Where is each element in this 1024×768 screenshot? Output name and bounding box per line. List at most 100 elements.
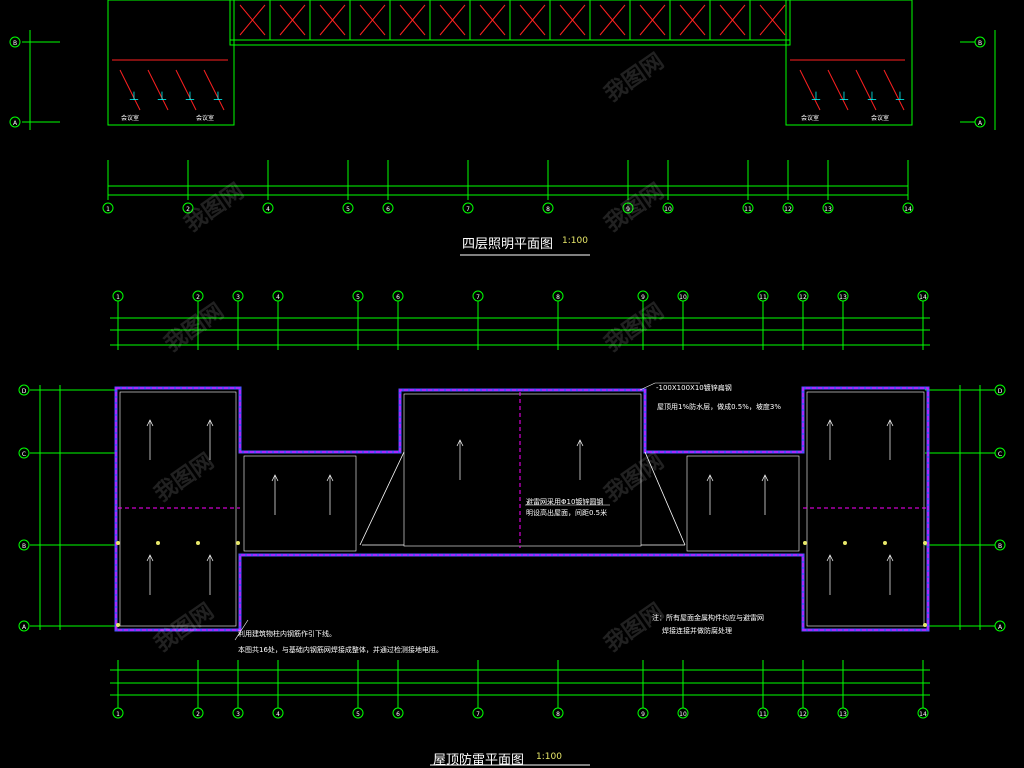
down-conductor-point bbox=[116, 541, 120, 545]
axis-letter: B bbox=[978, 40, 982, 47]
plan2-title: 屋顶防雷平面图 bbox=[433, 753, 525, 768]
axis-number: 14 bbox=[919, 711, 927, 718]
axis-bubble bbox=[9, 36, 21, 48]
axis-number: 6 bbox=[386, 206, 390, 213]
plan2-scale: 1:100 bbox=[536, 752, 562, 762]
parapet-left-mid bbox=[243, 455, 357, 552]
room-label: 会议室 bbox=[871, 114, 889, 122]
axis-bubble bbox=[262, 202, 274, 214]
wire bbox=[203, 69, 225, 111]
down-conductor-point bbox=[236, 541, 240, 545]
axis-letter: A bbox=[978, 120, 983, 127]
note-grounding: 本图共16处，与基础内钢筋网焊接成整体，并通过检测接地电阻。 bbox=[238, 646, 443, 654]
note-down-conductor: 利用建筑物柱内钢筋作引下线。 bbox=[238, 630, 336, 638]
wire bbox=[119, 69, 141, 111]
axis-number: 14 bbox=[919, 294, 927, 301]
wire bbox=[279, 4, 306, 36]
axis-number: 8 bbox=[556, 711, 560, 718]
axis-number: 4 bbox=[276, 711, 280, 718]
axis-bubble bbox=[18, 539, 30, 551]
axis-bubble bbox=[9, 116, 21, 128]
wire bbox=[719, 4, 746, 36]
axis-number: 12 bbox=[784, 206, 792, 213]
wire bbox=[599, 4, 626, 36]
axis-number: 7 bbox=[466, 206, 470, 213]
axis-letter: A bbox=[22, 624, 27, 631]
axis-number: 2 bbox=[196, 711, 200, 718]
parapet-right-mid bbox=[686, 455, 800, 552]
axis-number: 5 bbox=[356, 711, 360, 718]
slope-arrowhead bbox=[826, 554, 834, 562]
note-anticorrosion: 焊接连接并做防腐处理 bbox=[662, 627, 732, 635]
leader-line bbox=[234, 619, 249, 641]
axis-number: 1 bbox=[116, 294, 120, 301]
note-metal-parts: 注：所有屋面金属构件均应与避雷网 bbox=[652, 614, 764, 622]
wire bbox=[799, 69, 821, 111]
light-fixture: ⊥ bbox=[811, 89, 821, 103]
parapet-center bbox=[403, 393, 642, 547]
axis-bubble bbox=[18, 384, 30, 396]
slope-arrowhead bbox=[326, 474, 334, 482]
axis-number: 7 bbox=[476, 711, 480, 718]
wire bbox=[679, 4, 706, 36]
axis-bubble bbox=[742, 202, 754, 214]
axis-number: 8 bbox=[556, 294, 560, 301]
slope-arrowhead bbox=[576, 439, 584, 447]
note-steel-strip: -100X100X10镀锌扁钢 bbox=[656, 384, 732, 392]
down-conductor-point bbox=[803, 541, 807, 545]
room-label: 会议室 bbox=[196, 114, 214, 122]
down-conductor-point bbox=[156, 541, 160, 545]
wire bbox=[759, 4, 786, 36]
slope-arrowhead bbox=[826, 419, 834, 427]
roof-slope-line bbox=[359, 451, 405, 546]
axis-number: 13 bbox=[839, 294, 847, 301]
wire bbox=[559, 4, 586, 36]
down-conductor-point bbox=[843, 541, 847, 545]
axis-bubble bbox=[822, 202, 834, 214]
wire bbox=[883, 69, 905, 111]
axis-number: 7 bbox=[476, 294, 480, 301]
axis-letter: B bbox=[998, 543, 1002, 550]
wire bbox=[439, 4, 466, 36]
axis-bubble bbox=[18, 447, 30, 459]
axis-bubble bbox=[462, 202, 474, 214]
slope-arrowhead bbox=[456, 439, 464, 447]
wire bbox=[319, 4, 346, 36]
axis-number: 11 bbox=[744, 206, 752, 213]
plan1-title: 四层照明平面图 bbox=[462, 237, 554, 252]
axis-letter: D bbox=[998, 388, 1003, 395]
axis-letter: D bbox=[22, 388, 27, 395]
axis-number: 3 bbox=[236, 711, 240, 718]
leader-line bbox=[639, 382, 656, 391]
axis-bubble bbox=[622, 202, 634, 214]
axis-letter: C bbox=[22, 451, 26, 458]
plan1-left-wing bbox=[107, 0, 235, 126]
axis-letter: A bbox=[998, 624, 1003, 631]
note-lightning-net: 避雷网采用Φ10镀锌圆钢 bbox=[526, 498, 604, 506]
axis-number: 11 bbox=[759, 294, 767, 301]
axis-number: 10 bbox=[679, 294, 687, 301]
axis-number: 9 bbox=[626, 206, 630, 213]
axis-bubble bbox=[542, 202, 554, 214]
axis-number: 9 bbox=[641, 294, 645, 301]
slope-arrowhead bbox=[761, 474, 769, 482]
light-fixture: ⊥ bbox=[839, 89, 849, 103]
wire bbox=[359, 4, 386, 36]
slope-arrowhead bbox=[146, 554, 154, 562]
axis-number: 4 bbox=[266, 206, 270, 213]
light-fixture: ⊥ bbox=[895, 89, 905, 103]
down-conductor-point bbox=[923, 623, 927, 627]
axis-number: 8 bbox=[546, 206, 550, 213]
down-conductor-point bbox=[883, 541, 887, 545]
down-conductor-point bbox=[923, 541, 927, 545]
axis-bubble bbox=[902, 202, 914, 214]
axis-bubble bbox=[182, 202, 194, 214]
axis-bubble bbox=[342, 202, 354, 214]
slope-arrowhead bbox=[271, 474, 279, 482]
axis-number: 11 bbox=[759, 711, 767, 718]
note-net-spacing: 明设高出屋面，间距0.5米 bbox=[526, 509, 608, 517]
roof-outline bbox=[114, 386, 930, 632]
wire bbox=[639, 4, 666, 36]
wire bbox=[239, 4, 266, 36]
